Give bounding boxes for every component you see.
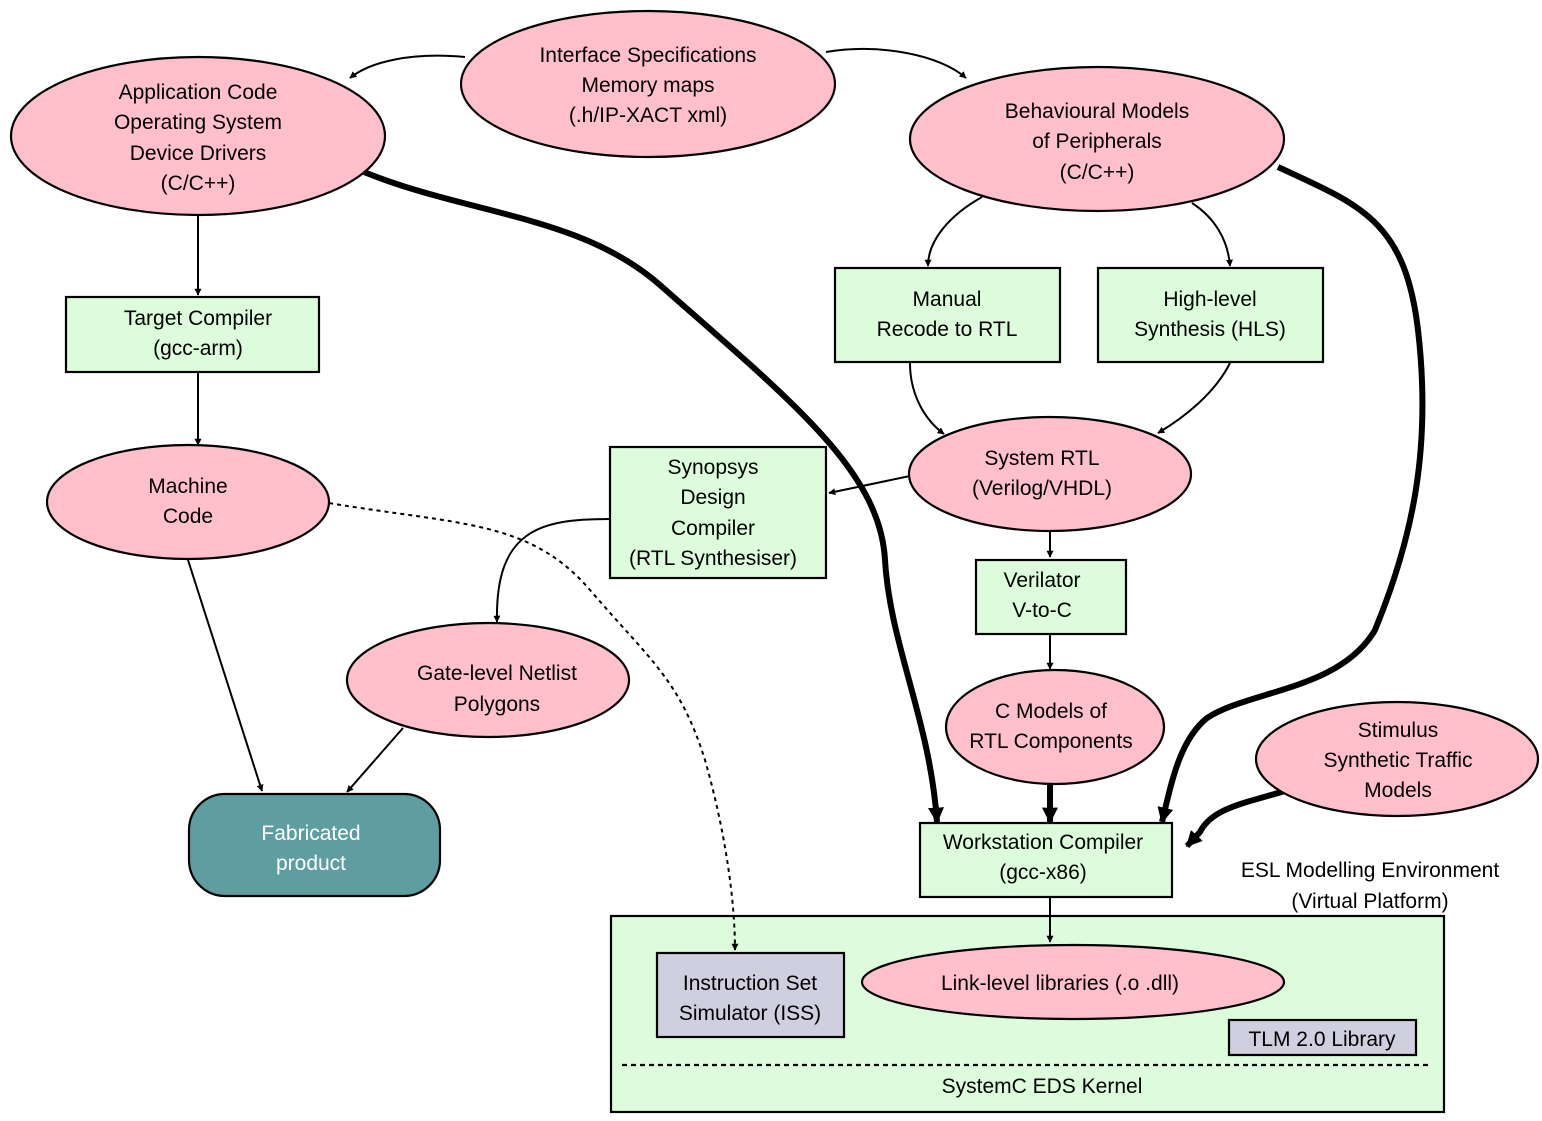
node-c-models: C Models of RTL Components bbox=[944, 668, 1166, 786]
hls-line-1: High-level bbox=[1163, 288, 1256, 311]
kernel-label: SystemC EDS Kernel bbox=[942, 1075, 1143, 1098]
tlm-label: TLM 2.0 Library bbox=[1248, 1028, 1396, 1051]
gate-netlist-line-1: Gate-level Netlist bbox=[417, 662, 577, 685]
target-compiler-line-1: Target Compiler bbox=[124, 307, 272, 330]
verilator-line-2: V-to-C bbox=[1012, 599, 1072, 622]
interface-specs-line-3: (.h/IP-XACT xml) bbox=[569, 104, 727, 127]
iss-line-1: Instruction Set bbox=[683, 972, 817, 995]
node-system-rtl: System RTL (Verilog/VHDL) bbox=[907, 415, 1193, 533]
esl-label-line-1: ESL Modelling Environment bbox=[1241, 859, 1500, 882]
system-rtl-line-1: System RTL bbox=[984, 447, 1099, 470]
machine-code-line-2: Code bbox=[163, 505, 213, 528]
node-target-compiler: Target Compiler (gcc-arm) bbox=[64, 295, 321, 374]
manual-recode-line-2: Recode to RTL bbox=[877, 318, 1018, 341]
interface-specs-line-2: Memory maps bbox=[581, 74, 714, 97]
esl-label-line-2: (Virtual Platform) bbox=[1291, 890, 1448, 913]
interface-specs-line-1: Interface Specifications bbox=[539, 44, 756, 67]
hls-line-2: Synthesis (HLS) bbox=[1134, 318, 1286, 341]
svg-text:TLM 2.0 Library: TLM 2.0 Library bbox=[1248, 1028, 1396, 1051]
synopsys-line-4: (RTL Synthesiser) bbox=[629, 547, 797, 570]
edge-behavioural-to-hls bbox=[1191, 202, 1234, 267]
node-behavioural-models: Behavioural Models of Peripherals (C/C++) bbox=[908, 65, 1286, 213]
workstation-compiler-line-1: Workstation Compiler bbox=[943, 831, 1143, 854]
edge-interface-to-behavioural bbox=[825, 48, 967, 79]
verilator-line-1: Verilator bbox=[1003, 569, 1080, 592]
synopsys-line-3: Compiler bbox=[671, 517, 755, 540]
edge-manual-recode-to-system-rtl bbox=[909, 362, 945, 435]
fabricated-line-2: product bbox=[276, 852, 346, 875]
edge-system-rtl-to-synopsys bbox=[828, 475, 911, 496]
edge-behavioural-to-manual-recode bbox=[924, 196, 983, 267]
application-code-line-3: Device Drivers bbox=[130, 142, 267, 165]
stimulus-line-3: Models bbox=[1364, 779, 1432, 802]
edge-application-to-workstation bbox=[362, 169, 944, 824]
edge-hls-to-system-rtl bbox=[1157, 362, 1231, 434]
iss-line-2: Simulator (ISS) bbox=[679, 1002, 821, 1025]
target-compiler-line-2: (gcc-arm) bbox=[153, 337, 243, 360]
node-systemc-kernel: SystemC EDS Kernel bbox=[942, 1075, 1143, 1098]
edges bbox=[187, 48, 1426, 951]
c-models-line-2: RTL Components bbox=[969, 730, 1132, 753]
synopsys-line-1: Synopsys bbox=[667, 456, 758, 479]
node-workstation-compiler: Workstation Compiler (gcc-x86) bbox=[918, 821, 1174, 899]
behavioural-line-1: Behavioural Models bbox=[1005, 100, 1189, 123]
application-code-line-2: Operating System bbox=[114, 111, 282, 134]
edge-interface-to-application bbox=[349, 54, 466, 79]
synopsys-line-2: Design bbox=[680, 486, 745, 509]
svg-text:System RTL(Verilog/VHDL): System RTL (Verilog/VHDL) bbox=[972, 447, 1112, 500]
svg-text:Link-level libraries (.o .dll): Link-level libraries (.o .dll) bbox=[941, 972, 1179, 995]
svg-text:Workstation Compiler(gcc-x86): Workstation Compiler (gcc-x86) bbox=[943, 831, 1143, 884]
svg-text:ESL Modelling Environment(Virt: ESL Modelling Environment (Virtual Platfo… bbox=[1241, 859, 1500, 913]
gate-netlist-line-2: Polygons bbox=[454, 693, 540, 716]
svg-text:Target Compiler(gcc-arm): Target Compiler (gcc-arm) bbox=[124, 307, 272, 360]
system-rtl-line-2: (Verilog/VHDL) bbox=[972, 477, 1112, 500]
c-models-line-1: C Models of bbox=[995, 700, 1107, 723]
edge-stimulus-to-workstation bbox=[1184, 788, 1286, 849]
stimulus-line-1: Stimulus bbox=[1358, 719, 1439, 742]
esl-environment-label: ESL Modelling Environment (Virtual Platfo… bbox=[1241, 859, 1500, 913]
edge-synopsys-to-gate-netlist bbox=[493, 518, 610, 623]
edge-machine-code-to-fabricated bbox=[187, 559, 264, 792]
edge-gate-netlist-to-fabricated bbox=[346, 727, 404, 793]
node-fabricated-product: Fabricated product bbox=[187, 792, 442, 898]
application-code-line-4: (C/C++) bbox=[161, 172, 236, 195]
manual-recode-line-1: Manual bbox=[913, 288, 982, 311]
stimulus-line-2: Synthetic Traffic bbox=[1323, 749, 1472, 772]
edge-behavioural-to-workstation bbox=[1157, 164, 1426, 824]
behavioural-line-2: of Peripherals bbox=[1032, 130, 1162, 153]
workstation-compiler-line-2: (gcc-x86) bbox=[999, 861, 1087, 884]
node-tlm-library: TLM 2.0 Library bbox=[1227, 1018, 1418, 1057]
link-libs-label: Link-level libraries (.o .dll) bbox=[941, 972, 1179, 995]
machine-code-line-1: Machine bbox=[148, 475, 227, 498]
fabricated-line-1: Fabricated bbox=[261, 822, 360, 845]
svg-text:SystemC EDS Kernel: SystemC EDS Kernel bbox=[942, 1075, 1143, 1098]
application-code-line-1: Application Code bbox=[119, 81, 278, 104]
behavioural-line-3: (C/C++) bbox=[1060, 161, 1135, 184]
node-link-level-libraries: Link-level libraries (.o .dll) bbox=[860, 943, 1286, 1021]
